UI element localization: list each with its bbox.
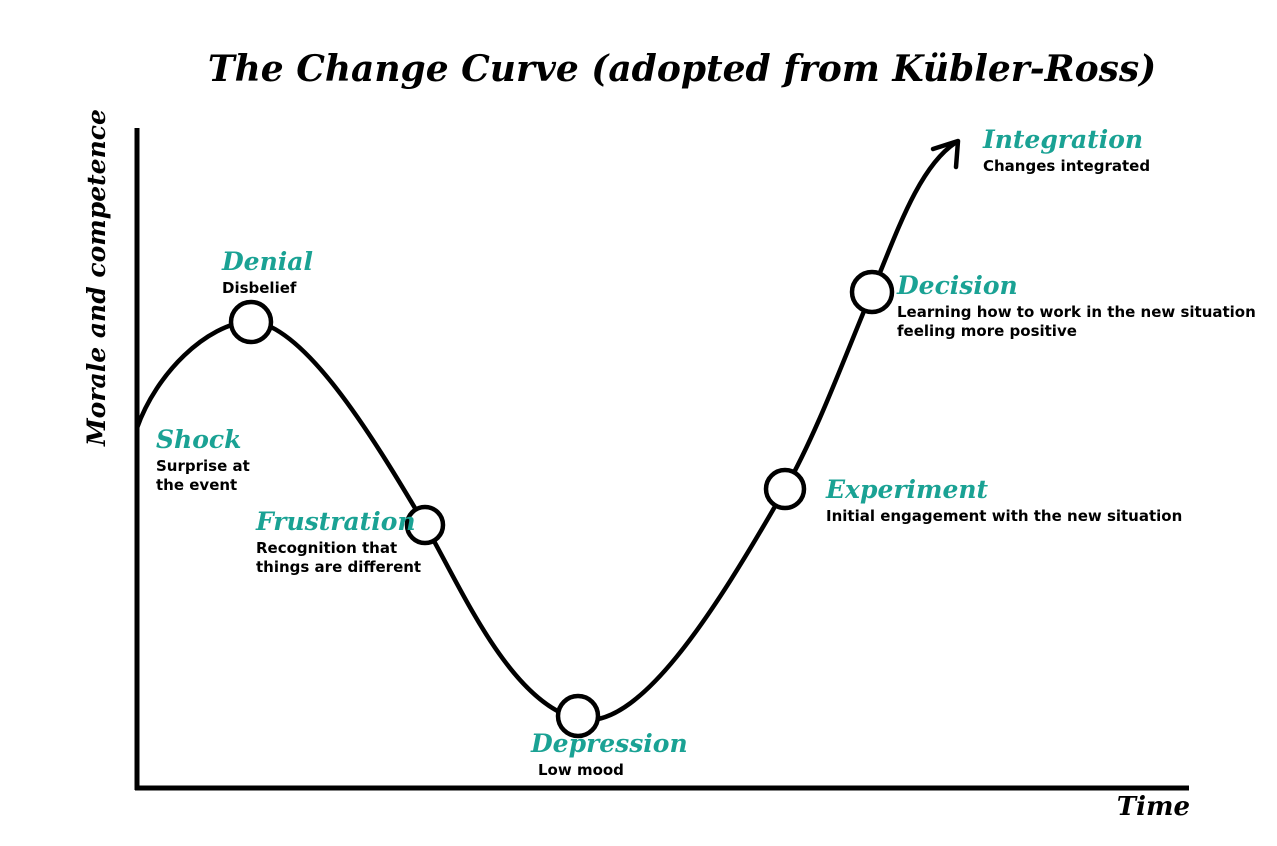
stage-experiment-name: Experiment xyxy=(826,475,989,504)
page-title: The Change Curve (adopted from Kübler-Ro… xyxy=(207,48,1157,90)
stage-integration-desc: Changes integrated xyxy=(983,157,1151,175)
stage-marker-depression xyxy=(555,693,601,739)
stage-denial-desc: Disbelief xyxy=(222,279,297,297)
stage-decision-desc: Learning how to work in the new situatio… xyxy=(897,303,1256,340)
arrow-head-icon xyxy=(930,138,961,170)
stage-depression: Depression Low mood xyxy=(531,729,688,780)
stage-frustration-name: Frustration xyxy=(256,507,416,536)
stage-experiment: Experiment Initial engagement with the n… xyxy=(826,475,1182,526)
stage-experiment-desc: Initial engagement with the new situatio… xyxy=(826,507,1183,525)
x-axis-label: Time xyxy=(1116,792,1190,822)
stage-denial: Denial Disbelief xyxy=(222,247,313,298)
stage-shock: Shock Surprise at the event xyxy=(156,425,250,495)
change-curve-path xyxy=(134,140,958,723)
stage-integration: Integration Changes integrated xyxy=(983,125,1150,176)
stage-marker-frustration xyxy=(404,504,446,546)
y-axis-label: Morale and competence xyxy=(82,109,111,447)
stage-decision-name: Decision xyxy=(897,271,1018,300)
stage-decision: Decision Learning how to work in the new… xyxy=(897,271,1256,341)
stage-shock-desc: Surprise at the event xyxy=(156,457,250,494)
stage-depression-name: Depression xyxy=(531,729,688,758)
stage-marker-decision xyxy=(849,269,895,315)
stage-denial-name: Denial xyxy=(222,247,313,276)
stage-shock-name: Shock xyxy=(156,425,242,454)
stage-integration-name: Integration xyxy=(983,125,1144,154)
stage-marker-denial xyxy=(228,299,274,345)
stage-marker-experiment xyxy=(763,467,807,511)
stage-frustration-desc: Recognition that things are different xyxy=(256,539,422,576)
stage-frustration: Frustration Recognition that things are … xyxy=(256,507,421,577)
stage-depression-desc: Low mood xyxy=(538,761,624,779)
